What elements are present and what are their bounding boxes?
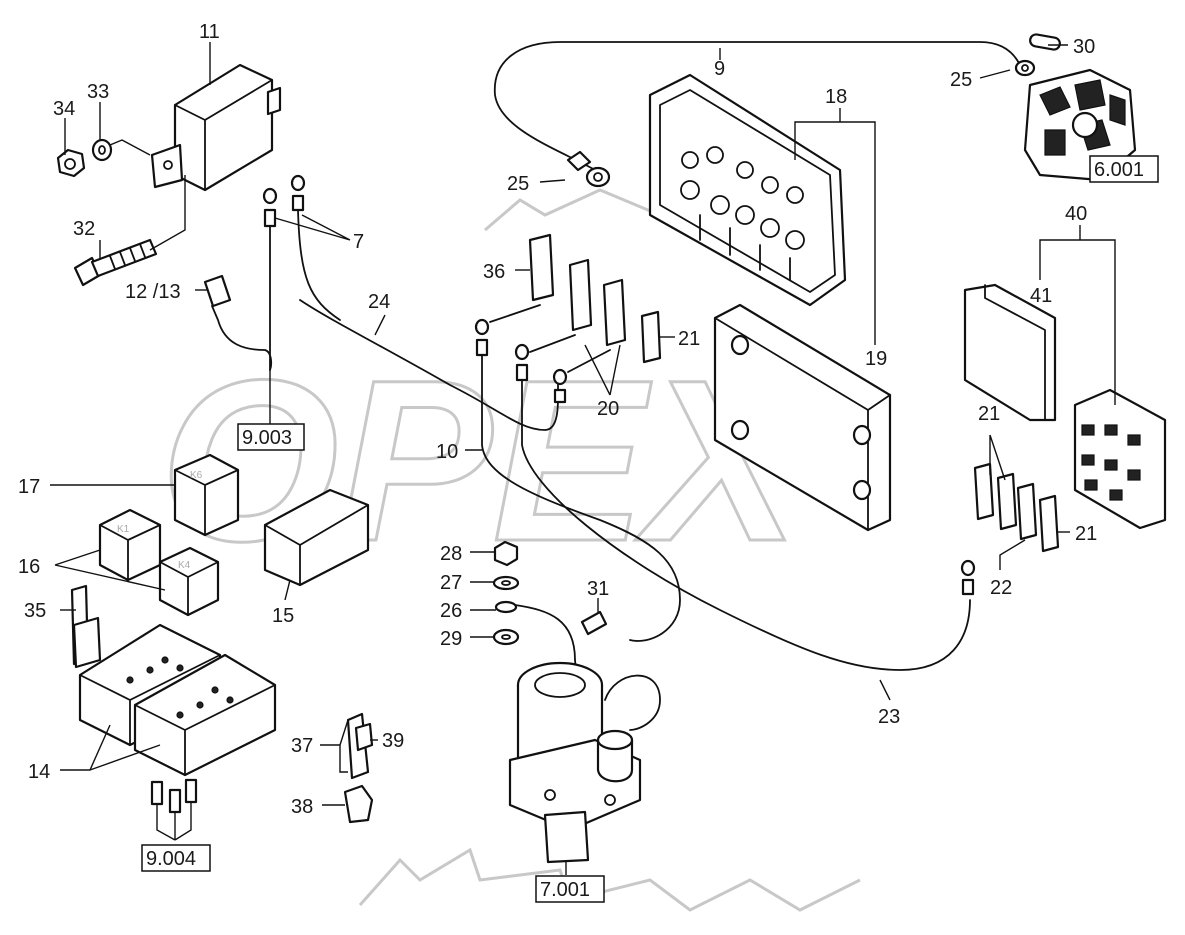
callout-36: 36 [483, 261, 505, 283]
callout-26: 26 [440, 600, 462, 622]
callout-labels: 11 33 34 32 7 12 /13 9 25 25 30 18 40 41… [18, 21, 1097, 818]
relay-17-k6: K6 [173, 453, 240, 537]
callout-22: 22 [990, 577, 1012, 599]
callout-29: 29 [440, 628, 462, 650]
callout-14: 14 [28, 761, 50, 783]
control-module-11 [150, 63, 282, 192]
valve-assembly-6001 [1023, 68, 1137, 182]
ground-strap [514, 604, 581, 716]
relay-16-k4: K4 [158, 546, 220, 617]
bolt-32 [73, 175, 186, 287]
nut-34 [56, 148, 86, 178]
callout-21-upper: 21 [678, 328, 700, 350]
terminal-22 [960, 559, 976, 596]
bracket-35 [70, 584, 102, 669]
callout-30: 30 [1073, 36, 1095, 58]
leader-lines [50, 42, 1116, 875]
callout-38: 38 [291, 796, 313, 818]
callout-25-right: 25 [950, 69, 972, 91]
callout-16: 16 [18, 556, 40, 578]
pump-motor-7001 [508, 661, 661, 864]
callout-24: 24 [368, 291, 390, 313]
terminals-20 [474, 304, 611, 404]
relay-mark-k6: K6 [190, 470, 203, 481]
callout-39: 39 [382, 730, 404, 752]
callout-28: 28 [440, 543, 462, 565]
callout-40: 40 [1065, 203, 1087, 225]
callout-41: 41 [1030, 285, 1052, 307]
callout-10: 10 [436, 441, 458, 463]
washer-26 [494, 600, 518, 614]
ring-terminal-25-right [1014, 59, 1036, 77]
callout-9: 9 [714, 58, 725, 80]
wire-24 [299, 299, 559, 431]
callout-18: 18 [825, 86, 847, 108]
relay-16-k1: K1 [98, 508, 162, 582]
callout-12-13: 12 /13 [125, 281, 181, 303]
callout-17: 17 [18, 476, 40, 498]
fuse-box-40 [1073, 388, 1167, 530]
fuses-21-right [973, 462, 1060, 553]
relay-boxes-14 [78, 623, 277, 777]
reference-7001: 7.001 [535, 875, 605, 903]
ring-terminal-25-left [566, 150, 611, 188]
cover-plate-19 [713, 303, 892, 532]
wire-9 [494, 41, 1021, 171]
nut-28 [493, 540, 519, 567]
reference-6001: 6.001 [1089, 155, 1159, 183]
callout-25-left: 25 [507, 173, 529, 195]
callout-35: 35 [24, 600, 46, 622]
reference-label-6001: 6.001 [1094, 159, 1144, 181]
wire-23 [521, 379, 971, 671]
reference-label-9003: 9.003 [242, 427, 292, 449]
callout-23: 23 [878, 706, 900, 728]
callout-11: 11 [199, 21, 220, 43]
fuse-box-cover-41 [963, 283, 1057, 422]
connector-12-13 [203, 274, 273, 371]
callout-34: 34 [53, 98, 75, 120]
washer-33 [91, 138, 151, 162]
reference-9003: 9.003 [237, 423, 305, 451]
reference-label-9004: 9.004 [146, 848, 196, 870]
washer-29 [492, 628, 520, 646]
callout-31: 31 [587, 578, 609, 600]
connector-38 [343, 784, 374, 824]
callout-21-lower: 21 [1075, 523, 1097, 545]
fuse-board-18 [648, 73, 847, 307]
pin-31 [580, 610, 608, 636]
callout-15: 15 [272, 605, 294, 627]
reference-label-7001: 7.001 [540, 879, 590, 901]
washer-27 [492, 575, 520, 591]
connector-37-39 [346, 712, 374, 780]
callout-37: 37 [291, 735, 313, 757]
watermark-text: OPEX [160, 332, 811, 589]
relay-module-15 [263, 488, 370, 587]
callout-21-mid: 21 [978, 403, 1000, 425]
terminals-7 [262, 174, 341, 371]
callout-27: 27 [440, 572, 462, 594]
callout-33: 33 [87, 81, 109, 103]
pin-30 [1029, 33, 1061, 51]
callout-7: 7 [353, 231, 364, 253]
callout-19: 19 [865, 348, 887, 370]
wire-10 [481, 354, 681, 642]
relay-mark-k4: K4 [178, 560, 191, 571]
fuse-21-upper [640, 310, 662, 364]
terminals-9004 [150, 778, 198, 841]
callout-20: 20 [597, 398, 619, 420]
fuse-holder-36 [528, 233, 627, 347]
callout-32: 32 [73, 218, 95, 240]
reference-9004: 9.004 [141, 844, 211, 872]
relay-mark-k1: K1 [117, 524, 130, 535]
